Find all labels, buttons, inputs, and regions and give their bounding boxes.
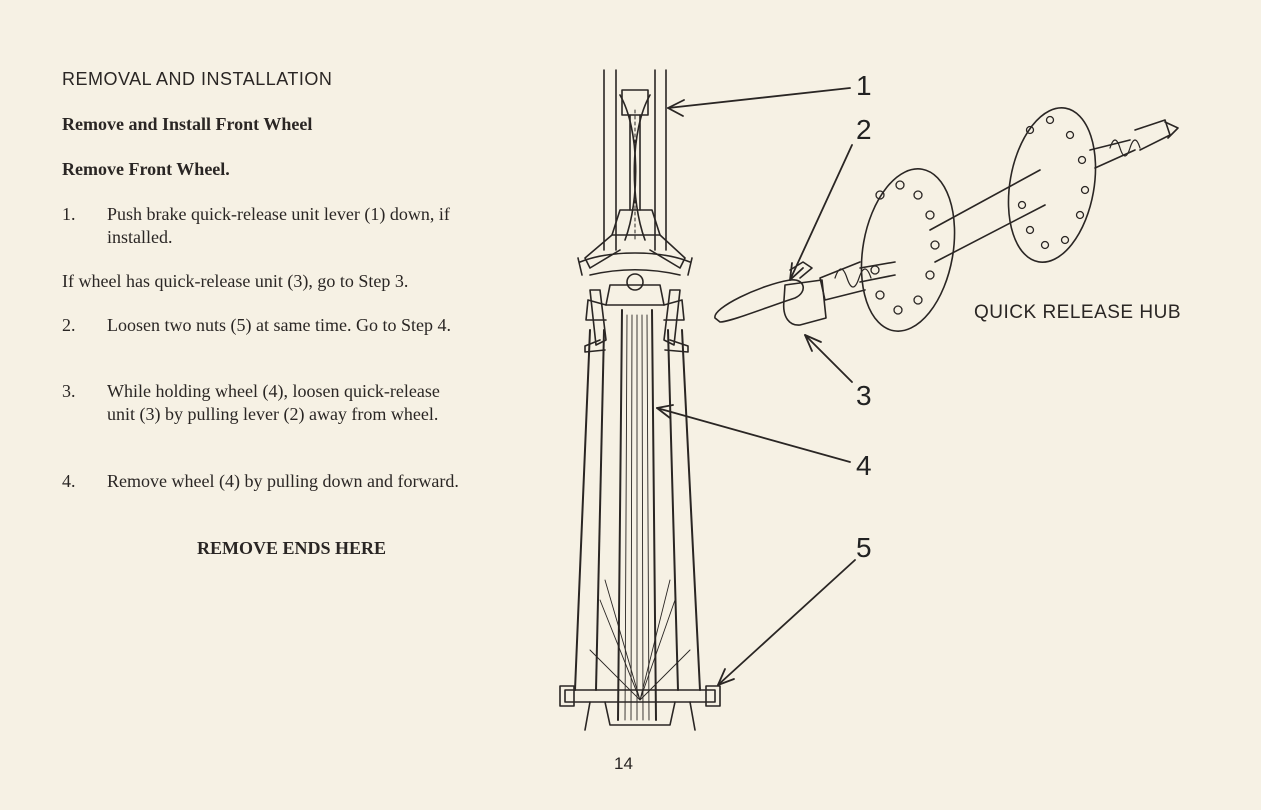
step-text: Push brake quick-release unit lever (1) … — [107, 204, 450, 247]
page-number: 14 — [614, 754, 633, 773]
caliper-brake — [577, 252, 693, 353]
brake-hanger — [584, 89, 686, 269]
step-number: 2. — [62, 315, 76, 335]
step-1: 1. Push brake quick-release unit lever (… — [62, 203, 452, 249]
hub-caption: QUICK RELEASE HUB — [974, 302, 1181, 323]
callout-3: 3 — [856, 380, 872, 411]
section-title: REMOVAL AND INSTALLATION — [62, 69, 333, 89]
leader-lines — [656, 87, 856, 686]
step-text: While holding wheel (4), loosen quick-re… — [107, 381, 440, 424]
callout-2: 2 — [856, 114, 872, 145]
spokes — [589, 579, 691, 701]
subsection-title: Remove and Install Front Wheel — [62, 114, 313, 134]
step-number: 1. — [62, 204, 76, 224]
fork-blades — [574, 329, 701, 691]
callout-5: 5 — [856, 532, 872, 563]
step-4: 4. Remove wheel (4) by pulling down and … — [62, 470, 467, 493]
axle — [559, 685, 721, 731]
step-number: 4. — [62, 471, 76, 491]
step-number: 3. — [62, 381, 76, 401]
end-note: REMOVE ENDS HERE — [197, 538, 387, 558]
conditional-note: If wheel has quick-release unit (3), go … — [62, 271, 409, 291]
step-text: Remove wheel (4) by pulling down and for… — [107, 471, 459, 491]
step-2: 2. Loosen two nuts (5) at same time. Go … — [62, 314, 477, 337]
callout-1: 1 — [856, 70, 872, 101]
quick-release-hub — [714, 107, 1179, 332]
callout-4: 4 — [856, 450, 872, 481]
step-text: Loosen two nuts (5) at same time. Go to … — [107, 315, 451, 335]
procedure-title: Remove Front Wheel. — [62, 159, 230, 179]
step-3: 3. While holding wheel (4), loosen quick… — [62, 380, 452, 426]
tire — [617, 309, 657, 721]
fork-crown — [585, 284, 685, 321]
